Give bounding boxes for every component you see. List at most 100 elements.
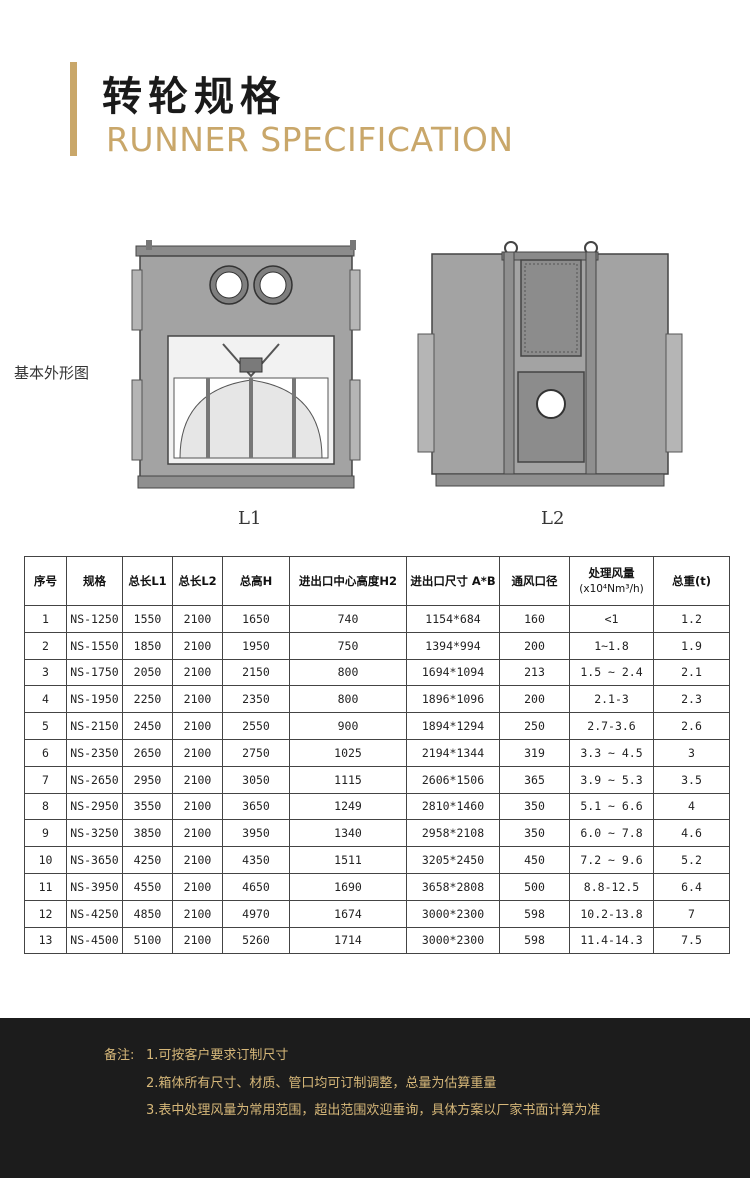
cell-vent-diameter: 200 xyxy=(499,631,570,660)
cell-length-l2: 2100 xyxy=(172,819,223,848)
cell-airflow: 10.2-13.8 xyxy=(569,899,654,928)
cell-inlet-size: 3000*2300 xyxy=(406,926,500,955)
cell-weight: 5.2 xyxy=(653,846,730,874)
cell-weight: 4 xyxy=(653,792,730,821)
cell-inlet-center-height: 1511 xyxy=(289,846,407,874)
cell-length-l2: 2100 xyxy=(172,738,223,767)
cell-vent-diameter: 213 xyxy=(499,658,570,687)
cell-vent-diameter: 350 xyxy=(499,792,570,821)
cell-weight: 6.4 xyxy=(653,872,730,901)
cell-airflow: 1.5 ~ 2.4 xyxy=(569,658,654,687)
cell-vent-diameter: 365 xyxy=(499,765,570,794)
cell-index: 4 xyxy=(24,685,67,714)
cell-vent-diameter: 319 xyxy=(499,738,570,767)
cell-index: 12 xyxy=(24,899,67,928)
cell-inlet-size: 2958*2108 xyxy=(406,819,500,848)
cell-index: 9 xyxy=(24,819,67,848)
cell-weight: 3 xyxy=(653,738,730,767)
cell-model: NS-1750 xyxy=(66,658,123,687)
cell-airflow: 6.0 ~ 7.8 xyxy=(569,819,654,848)
cell-inlet-center-height: 800 xyxy=(289,658,407,687)
notes-prefix: 备注: xyxy=(104,1048,135,1063)
drawing-label: 基本外形图 xyxy=(14,364,90,382)
cell-length-l1: 2950 xyxy=(122,765,173,794)
cell-inlet-center-height: 900 xyxy=(289,712,407,740)
cell-length-l2: 2100 xyxy=(172,605,223,633)
cell-index: 8 xyxy=(24,792,67,821)
cell-length-l2: 2100 xyxy=(172,685,223,714)
cell-height: 1650 xyxy=(222,605,290,633)
cell-vent-diameter: 200 xyxy=(499,685,570,714)
cell-index: 13 xyxy=(24,926,67,955)
cell-weight: 4.6 xyxy=(653,819,730,848)
cell-inlet-size: 2606*1506 xyxy=(406,765,500,794)
cell-index: 3 xyxy=(24,658,67,687)
cell-airflow: 5.1 ~ 6.6 xyxy=(569,792,654,821)
page-subtitle: RUNNER SPECIFICATION xyxy=(106,120,514,159)
cell-inlet-center-height: 740 xyxy=(289,605,407,633)
header-height: 总高H xyxy=(222,556,290,606)
cell-airflow: 2.1-3 xyxy=(569,685,654,714)
cell-model: NS-4250 xyxy=(66,899,123,928)
cell-index: 6 xyxy=(24,738,67,767)
cell-airflow: 11.4-14.3 xyxy=(569,926,654,955)
cell-vent-diameter: 598 xyxy=(499,899,570,928)
cell-weight: 1.9 xyxy=(653,631,730,660)
cell-airflow: 1~1.8 xyxy=(569,631,654,660)
cell-inlet-center-height: 1340 xyxy=(289,819,407,848)
cell-inlet-size: 1694*1094 xyxy=(406,658,500,687)
table-header-row: 序号 规格 总长L1 总长L2 总高H 进出口中心高度H2 进出口尺寸 A*B … xyxy=(24,556,730,606)
cell-inlet-center-height: 800 xyxy=(289,685,407,714)
cell-airflow: 3.9 ~ 5.3 xyxy=(569,765,654,794)
cell-length-l2: 2100 xyxy=(172,765,223,794)
cell-vent-diameter: 350 xyxy=(499,819,570,848)
cell-inlet-size: 1394*994 xyxy=(406,631,500,660)
cell-model: NS-2950 xyxy=(66,792,123,821)
header-inlet-size: 进出口尺寸 A*B xyxy=(406,556,500,606)
cell-height: 4350 xyxy=(222,846,290,874)
cell-vent-diameter: 250 xyxy=(499,712,570,740)
header-airflow-label: 处理风量 xyxy=(588,566,635,580)
cell-airflow: 7.2 ~ 9.6 xyxy=(569,846,654,874)
cell-vent-diameter: 450 xyxy=(499,846,570,874)
cell-inlet-size: 2194*1344 xyxy=(406,738,500,767)
cell-inlet-center-height: 1674 xyxy=(289,899,407,928)
accent-bar xyxy=(70,62,77,156)
header-model: 规格 xyxy=(66,556,123,606)
cell-airflow: 3.3 ~ 4.5 xyxy=(569,738,654,767)
cell-index: 10 xyxy=(24,846,67,874)
cell-length-l1: 2650 xyxy=(122,738,173,767)
cell-model: NS-3950 xyxy=(66,872,123,901)
cell-vent-diameter: 500 xyxy=(499,872,570,901)
cell-length-l1: 1550 xyxy=(122,605,173,633)
note-item-2: 2.箱体所有尺寸、材质、管口均可订制调整，总量为估算重量 xyxy=(146,1076,497,1091)
cell-height: 4970 xyxy=(222,899,290,928)
cell-model: NS-2650 xyxy=(66,765,123,794)
cell-height: 5260 xyxy=(222,926,290,955)
cell-inlet-size: 3000*2300 xyxy=(406,899,500,928)
cell-inlet-center-height: 1025 xyxy=(289,738,407,767)
cell-length-l1: 4550 xyxy=(122,872,173,901)
cell-length-l2: 2100 xyxy=(172,899,223,928)
note-item-1: 1.可按客户要求订制尺寸 xyxy=(146,1048,289,1063)
cell-height: 3650 xyxy=(222,792,290,821)
cell-weight: 7.5 xyxy=(653,926,730,955)
cell-inlet-size: 3205*2450 xyxy=(406,846,500,874)
cell-height: 2350 xyxy=(222,685,290,714)
cell-length-l1: 2250 xyxy=(122,685,173,714)
cell-weight: 2.3 xyxy=(653,685,730,714)
notes-panel: 备注: 1.可按客户要求订制尺寸 2.箱体所有尺寸、材质、管口均可订制调整，总量… xyxy=(0,1018,750,1178)
cell-length-l2: 2100 xyxy=(172,926,223,955)
